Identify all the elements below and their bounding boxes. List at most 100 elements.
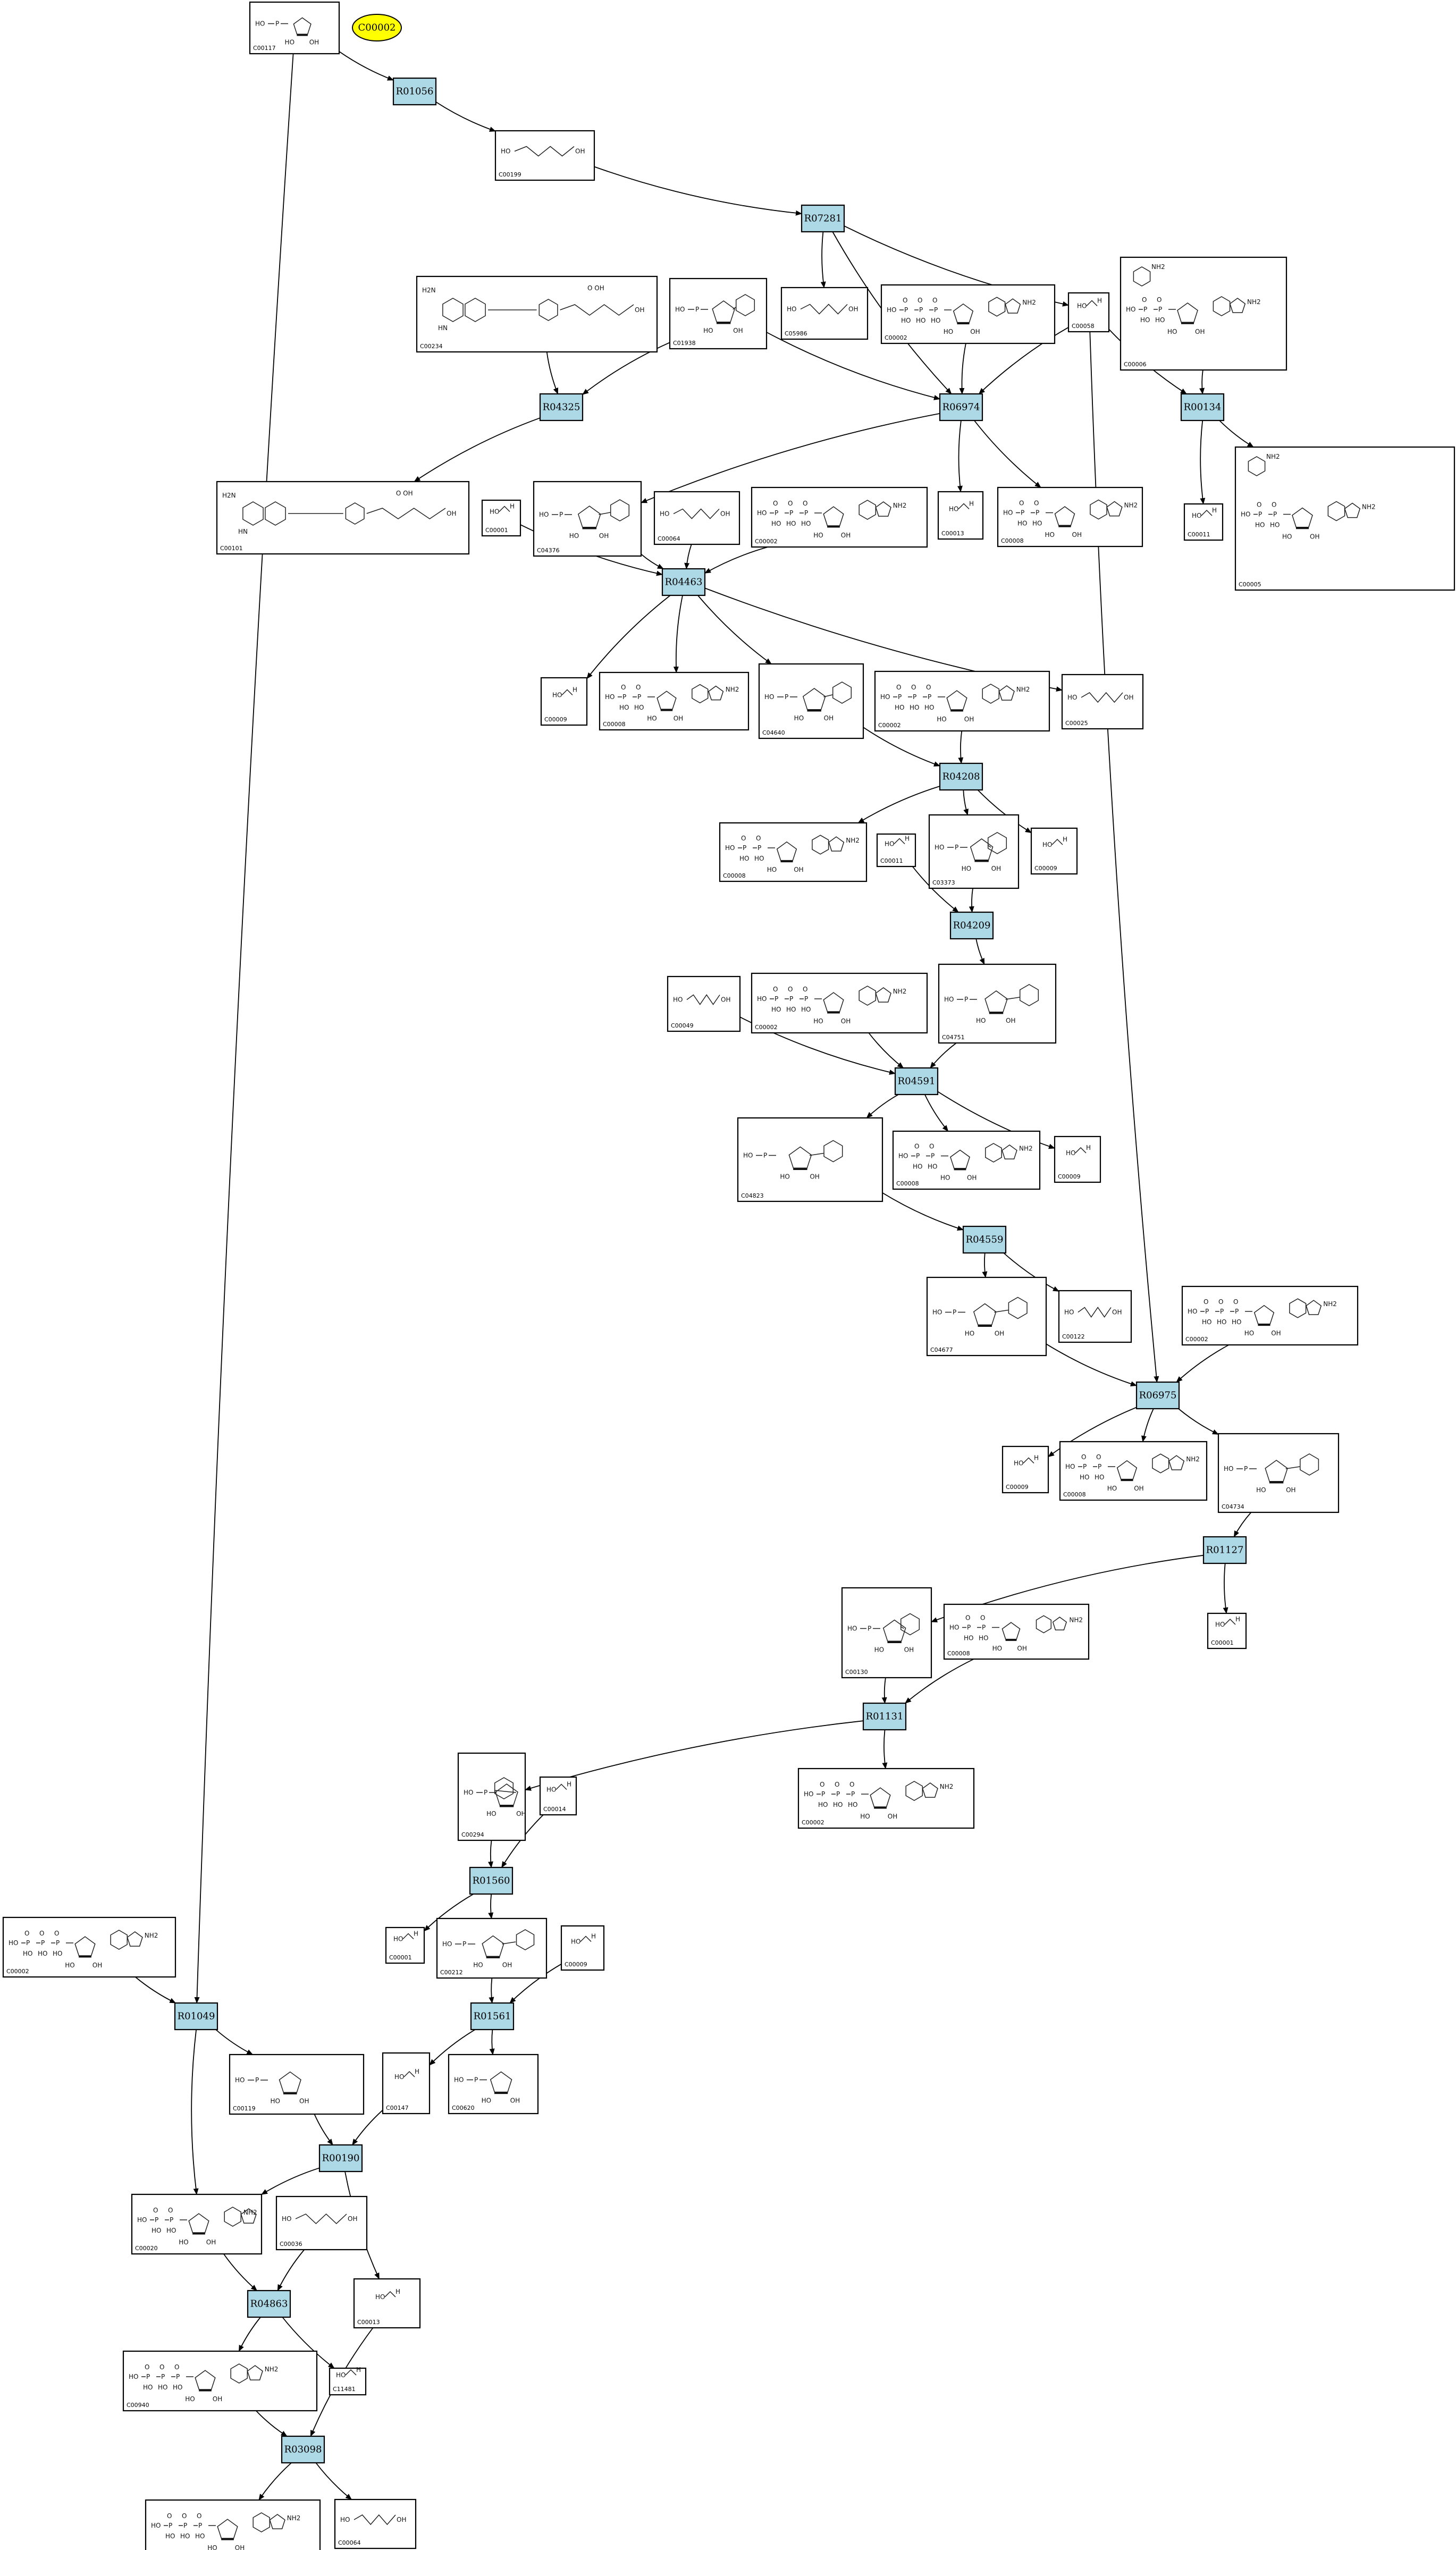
reaction-node-r01131[interactable]: R01131 (862, 1702, 907, 1731)
compound-id-label: C00009 (1006, 1484, 1029, 1491)
atom-label: P (743, 844, 746, 852)
reaction-node-r04208[interactable]: R04208 (939, 762, 983, 791)
edge-c49-r17 (314, 2114, 333, 2145)
atom-label: HO (924, 704, 934, 711)
reaction-node-r01056[interactable]: R01056 (392, 77, 437, 106)
edge-c8-r5 (1199, 369, 1205, 394)
reaction-node-r01560[interactable]: R01560 (469, 1866, 514, 1895)
atom-label: HO (757, 995, 767, 1003)
reaction-node-r01049[interactable]: R01049 (174, 2002, 218, 2031)
compound-id-label: C00212 (440, 1969, 463, 1976)
reaction-node-r01127[interactable]: R01127 (1202, 1536, 1247, 1564)
atom-label: NH2 (726, 686, 739, 693)
atom-label: O (756, 835, 761, 842)
atom-label: HO (940, 1174, 950, 1181)
reaction-node-r04209[interactable]: R04209 (949, 911, 994, 940)
atom-label: OH (841, 1017, 851, 1025)
ring-shape (982, 684, 1000, 704)
reaction-node-r06975[interactable]: R06975 (1135, 1381, 1180, 1410)
start-compound-node[interactable]: C00002 (352, 14, 402, 41)
edge-r7-c23 (857, 786, 940, 823)
ring-shape (812, 835, 829, 855)
atom-label: NH2 (243, 2209, 257, 2216)
reaction-node-r04463[interactable]: R04463 (661, 568, 706, 596)
reaction-node-r04559[interactable]: R04559 (962, 1225, 1007, 1254)
reaction-node-r04591[interactable]: R04591 (894, 1067, 939, 1096)
compound-box (1120, 256, 1287, 371)
reaction-node-r00134[interactable]: R00134 (1180, 393, 1225, 422)
atom-label: HO (964, 1635, 973, 1642)
reaction-node-r06974[interactable]: R06974 (939, 393, 983, 422)
reaction-node-r00190[interactable]: R00190 (318, 2144, 363, 2173)
reaction-node-r07281[interactable]: R07281 (801, 204, 845, 233)
compound-box (1207, 1612, 1247, 1649)
atom-label: HO (764, 693, 774, 701)
reaction-node-r04325[interactable]: R04325 (539, 393, 584, 422)
reaction-node-r03098[interactable]: R03098 (281, 2435, 325, 2464)
atom-label: H (415, 2068, 419, 2075)
compound-box (751, 486, 928, 548)
atom-label: OH (841, 532, 851, 539)
reaction-node-r01561[interactable]: R01561 (470, 2002, 515, 2031)
reaction-node-r04863[interactable]: R04863 (247, 2290, 291, 2318)
